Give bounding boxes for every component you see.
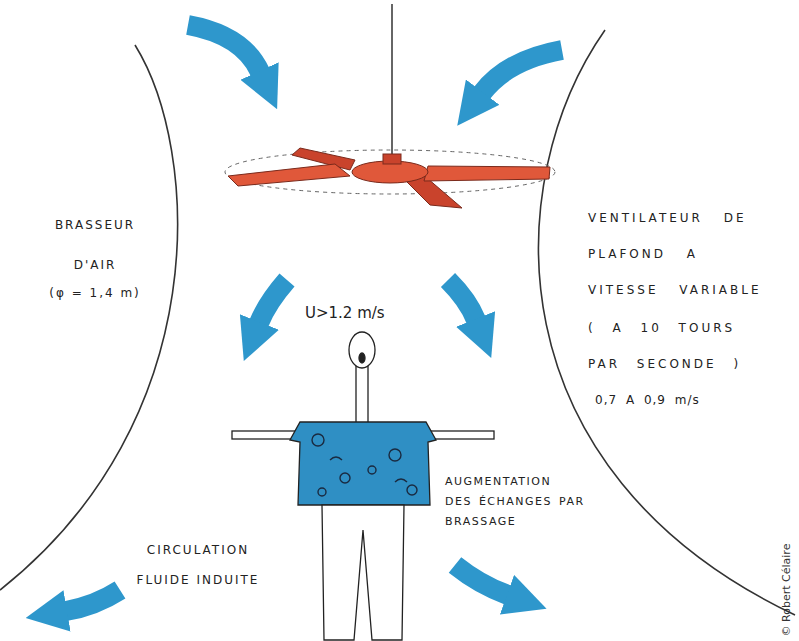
fan-name: BRASSEUR D'AIR: [35, 205, 155, 285]
air-speed-range: 0,7 A 0,9 m/s: [595, 390, 745, 410]
flow-outline: [0, 45, 178, 590]
fan-description: VENTILATEUR DE PLAFOND A VITESSE VARIABL…: [588, 200, 778, 308]
circulation-note: CIRCULATION FLUIDE INDUITE: [128, 535, 268, 595]
flow-outline: [539, 30, 795, 615]
copyright-note: © Robert Célaire: [780, 544, 794, 637]
ceiling-fan: [225, 4, 555, 208]
rotation-speed: ( A 10 TOURS PAR SECONDE ): [588, 310, 778, 382]
diameter-dimension: (φ = 1,4 m): [35, 283, 155, 303]
exchange-note: AUGMENTATION DES ÉCHANGES PAR BRASSAGE: [445, 472, 585, 532]
air-speed-value: U>1.2 m/s: [305, 303, 425, 323]
